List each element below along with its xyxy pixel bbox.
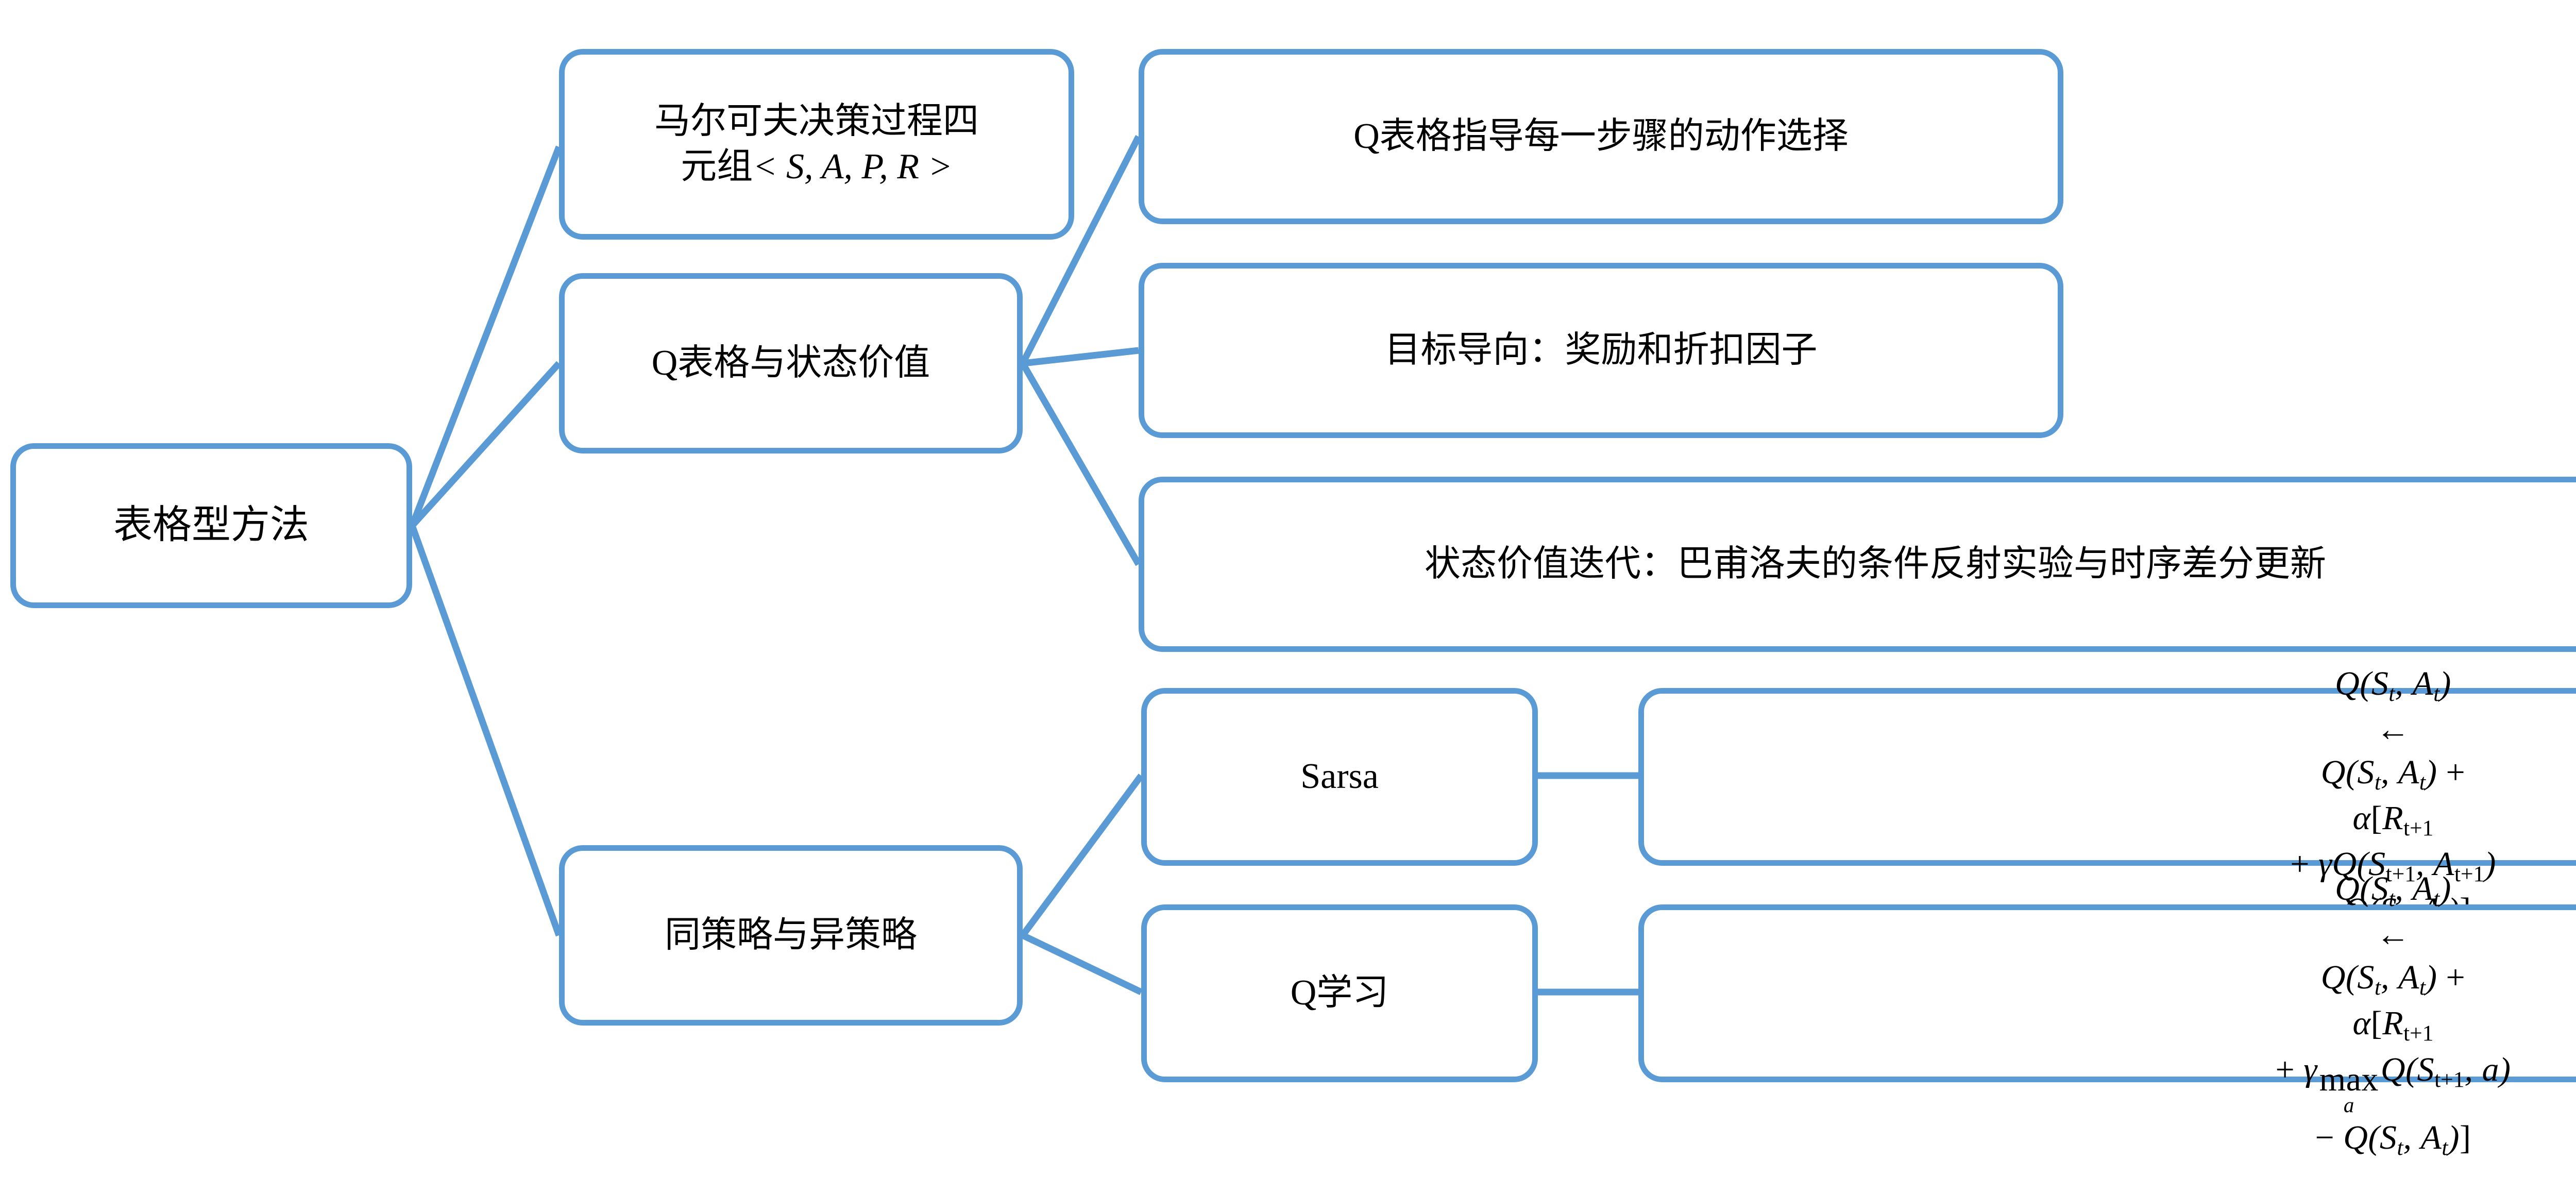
node-sarsa-formula[interactable]: Q(St, At) ← Q(St, At) + α[Rt+1 + γQ(St+1… (1638, 665, 2576, 932)
node-qlearning[interactable]: Q学习 (1141, 904, 1538, 1082)
edge-qtable-to-reward (1022, 347, 1139, 367)
node-sarsa-label: Sarsa (1300, 757, 1379, 797)
node-leaf-action-select-label: Q表格指导每一步骤的动作选择 (1353, 116, 1849, 156)
tok-a-lower: a (2482, 1050, 2499, 1088)
edge-root-to-policy (409, 524, 563, 937)
tok-gamma: γ (2303, 1050, 2317, 1088)
tok-Q: Q (2335, 664, 2360, 702)
node-leaf-value-iteration-label: 状态价值迭代：巴甫洛夫的条件反射实验与时序差分更新 (1425, 544, 2326, 584)
edge-root-to-mdp (409, 145, 563, 527)
node-mdp-line1: 马尔可夫决策过程四 (654, 101, 979, 141)
node-root[interactable]: 表格型方法 (10, 443, 412, 608)
edge-qtable-to-value-iter (1020, 361, 1142, 566)
edge-policy-to-sarsa (1020, 774, 1144, 937)
node-mdp-tuple: < S, A, P, R > (753, 147, 953, 187)
node-qtable-label: Q表格与状态价值 (651, 343, 930, 383)
node-qtable[interactable]: Q表格与状态价值 (559, 273, 1023, 454)
node-leaf-reward-label: 目标导向：奖励和折扣因子 (1384, 330, 1818, 370)
tok-gamma: γ (2318, 845, 2332, 883)
edge-root-to-qtable (410, 361, 562, 528)
tok-A: A (2412, 664, 2434, 702)
node-qlearning-label: Q学习 (1290, 973, 1389, 1013)
node-mdp-line2-prefix: 元组 (681, 147, 753, 187)
tok-alpha: α (2352, 799, 2371, 837)
node-sarsa[interactable]: Sarsa (1141, 688, 1538, 866)
edge-qtable-to-action-select (1020, 135, 1142, 365)
node-leaf-action-select[interactable]: Q表格指导每一步骤的动作选择 (1139, 49, 2063, 224)
node-mdp-label: 马尔可夫决策过程四元组< S, A, P, R > (645, 99, 988, 190)
tok-S: S (2371, 664, 2389, 702)
node-root-label: 表格型方法 (113, 503, 309, 547)
node-leaf-value-iteration[interactable]: 状态价值迭代：巴甫洛夫的条件反射实验与时序差分更新 (1139, 477, 2576, 652)
node-mdp[interactable]: 马尔可夫决策过程四元组< S, A, P, R > (559, 49, 1074, 240)
node-policy[interactable]: 同策略与异策略 (559, 845, 1023, 1026)
node-leaf-reward[interactable]: 目标导向：奖励和折扣因子 (1139, 263, 2063, 438)
edge-policy-to-qlearning (1021, 932, 1143, 995)
node-policy-label: 同策略与异策略 (665, 915, 917, 955)
tok-alpha: α (2352, 1004, 2371, 1043)
